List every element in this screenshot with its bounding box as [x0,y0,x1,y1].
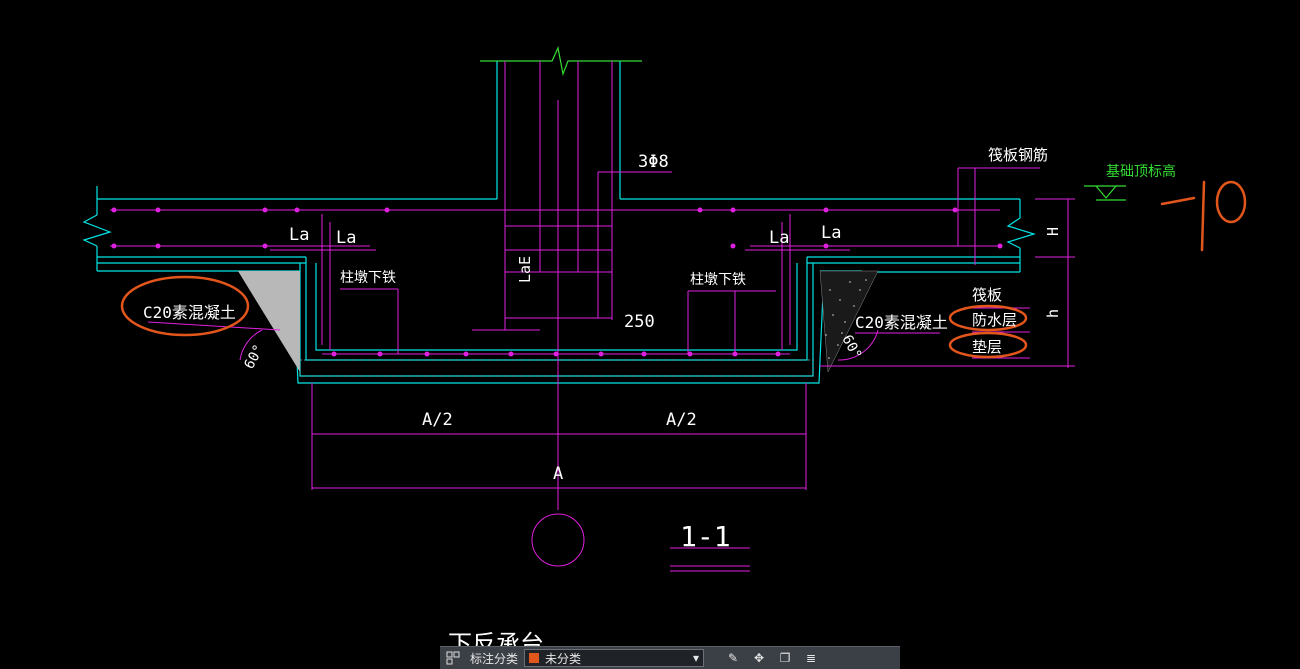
cad-annotation-toolbar: 标注分类 未分类 ▾ ✎ ✥ ❐ ≣ [440,646,900,669]
label-section-1-1: 1-1 [680,520,731,553]
label-c20-right: C20素混凝土 [855,313,948,332]
label-a: A [553,464,563,484]
label-dim-h: h [1044,309,1062,318]
label-la-4: La [821,223,841,243]
layer-select-value: 未分类 [545,651,582,666]
edit-icon[interactable]: ✎ [727,651,739,665]
toolbar-group-label: 标注分类 [470,651,519,666]
elevation-symbol [1084,185,1126,201]
structure-outline [82,61,1037,384]
label-c20-left: C20素混凝土 [143,303,236,322]
label-dim-H: H [1044,227,1062,236]
label-raft-rebar: 筏板钢筋 [988,146,1048,164]
label-a-half-left: A/2 [422,410,453,430]
label-pier-bottom-rebar-left: 柱墩下铁 [340,270,396,286]
concrete-hatching [238,270,879,377]
label-base-top-elevation: 基础顶标高 [1106,163,1176,180]
label-cushion-layer: 垫层 [972,338,1002,356]
layer-color-swatch [529,653,540,663]
label-la-2: La [336,228,356,248]
handwritten-markup [120,180,1247,359]
column-top-break [480,46,642,77]
label-waterproof-layer: 防水层 [972,311,1017,329]
layer-select[interactable]: 未分类 ▾ [524,649,705,667]
label-angle-left: 60° [241,342,267,372]
label-angle-right: 60° [838,332,864,362]
label-raft: 筏板 [972,286,1002,304]
label-la-3: La [769,228,789,248]
move-icon[interactable]: ✥ [753,651,765,665]
label-lae: LaE [516,256,534,283]
label-250: 250 [624,312,655,332]
rebar-dots [111,207,1003,357]
label-pier-bottom-rebar-right: 柱墩下铁 [690,272,746,288]
rebar-and-dimensions [110,61,1075,572]
layer-stack-icon[interactable]: ≣ [805,651,817,665]
copy-icon[interactable]: ❐ [779,651,791,665]
label-a-half-right: A/2 [666,410,697,430]
chevron-down-icon: ▾ [692,651,700,665]
grid-icon[interactable] [440,648,466,668]
label-3phi8: 3Φ8 [638,152,669,172]
label-la-1: La [289,225,309,245]
